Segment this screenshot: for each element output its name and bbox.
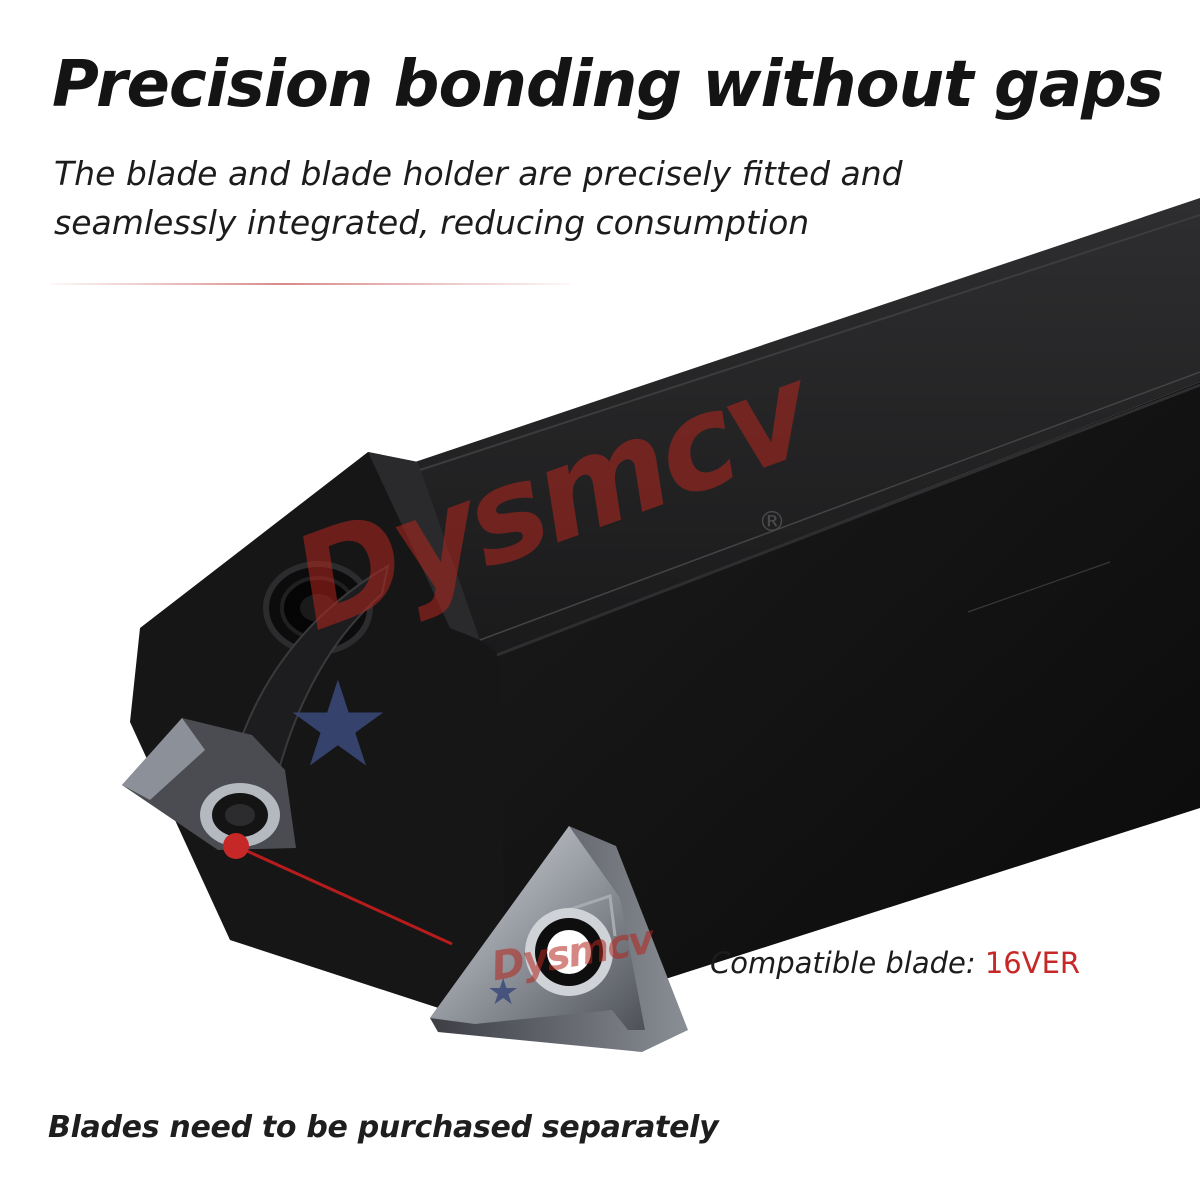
insert-16ver-icon [430, 826, 688, 1052]
clamp-arm-icon [226, 563, 390, 808]
subtitle-line-1: The blade and blade holder are precisely… [54, 154, 903, 193]
purchase-note: Blades need to be purchased separately [48, 1110, 719, 1145]
compatible-blade-label: Compatible blade: [710, 946, 976, 980]
callout-pointer [223, 833, 453, 946]
star-logo-icon: ★ [285, 655, 391, 793]
mounted-insert-icon [122, 718, 296, 850]
registered-mark-icon: ® [758, 505, 786, 538]
tool-holder-shank [130, 198, 1200, 1030]
subtitle-line-2: seamlessly integrated, reducing consumpt… [54, 203, 810, 242]
page-title: Precision bonding without gaps [52, 48, 1164, 122]
divider-line [50, 283, 570, 285]
insert-star-icon: ★ [487, 972, 520, 1013]
compatible-blade-model: 16VER [984, 946, 1081, 980]
compatible-blade-text: Compatible blade: 16VER [710, 946, 1080, 980]
